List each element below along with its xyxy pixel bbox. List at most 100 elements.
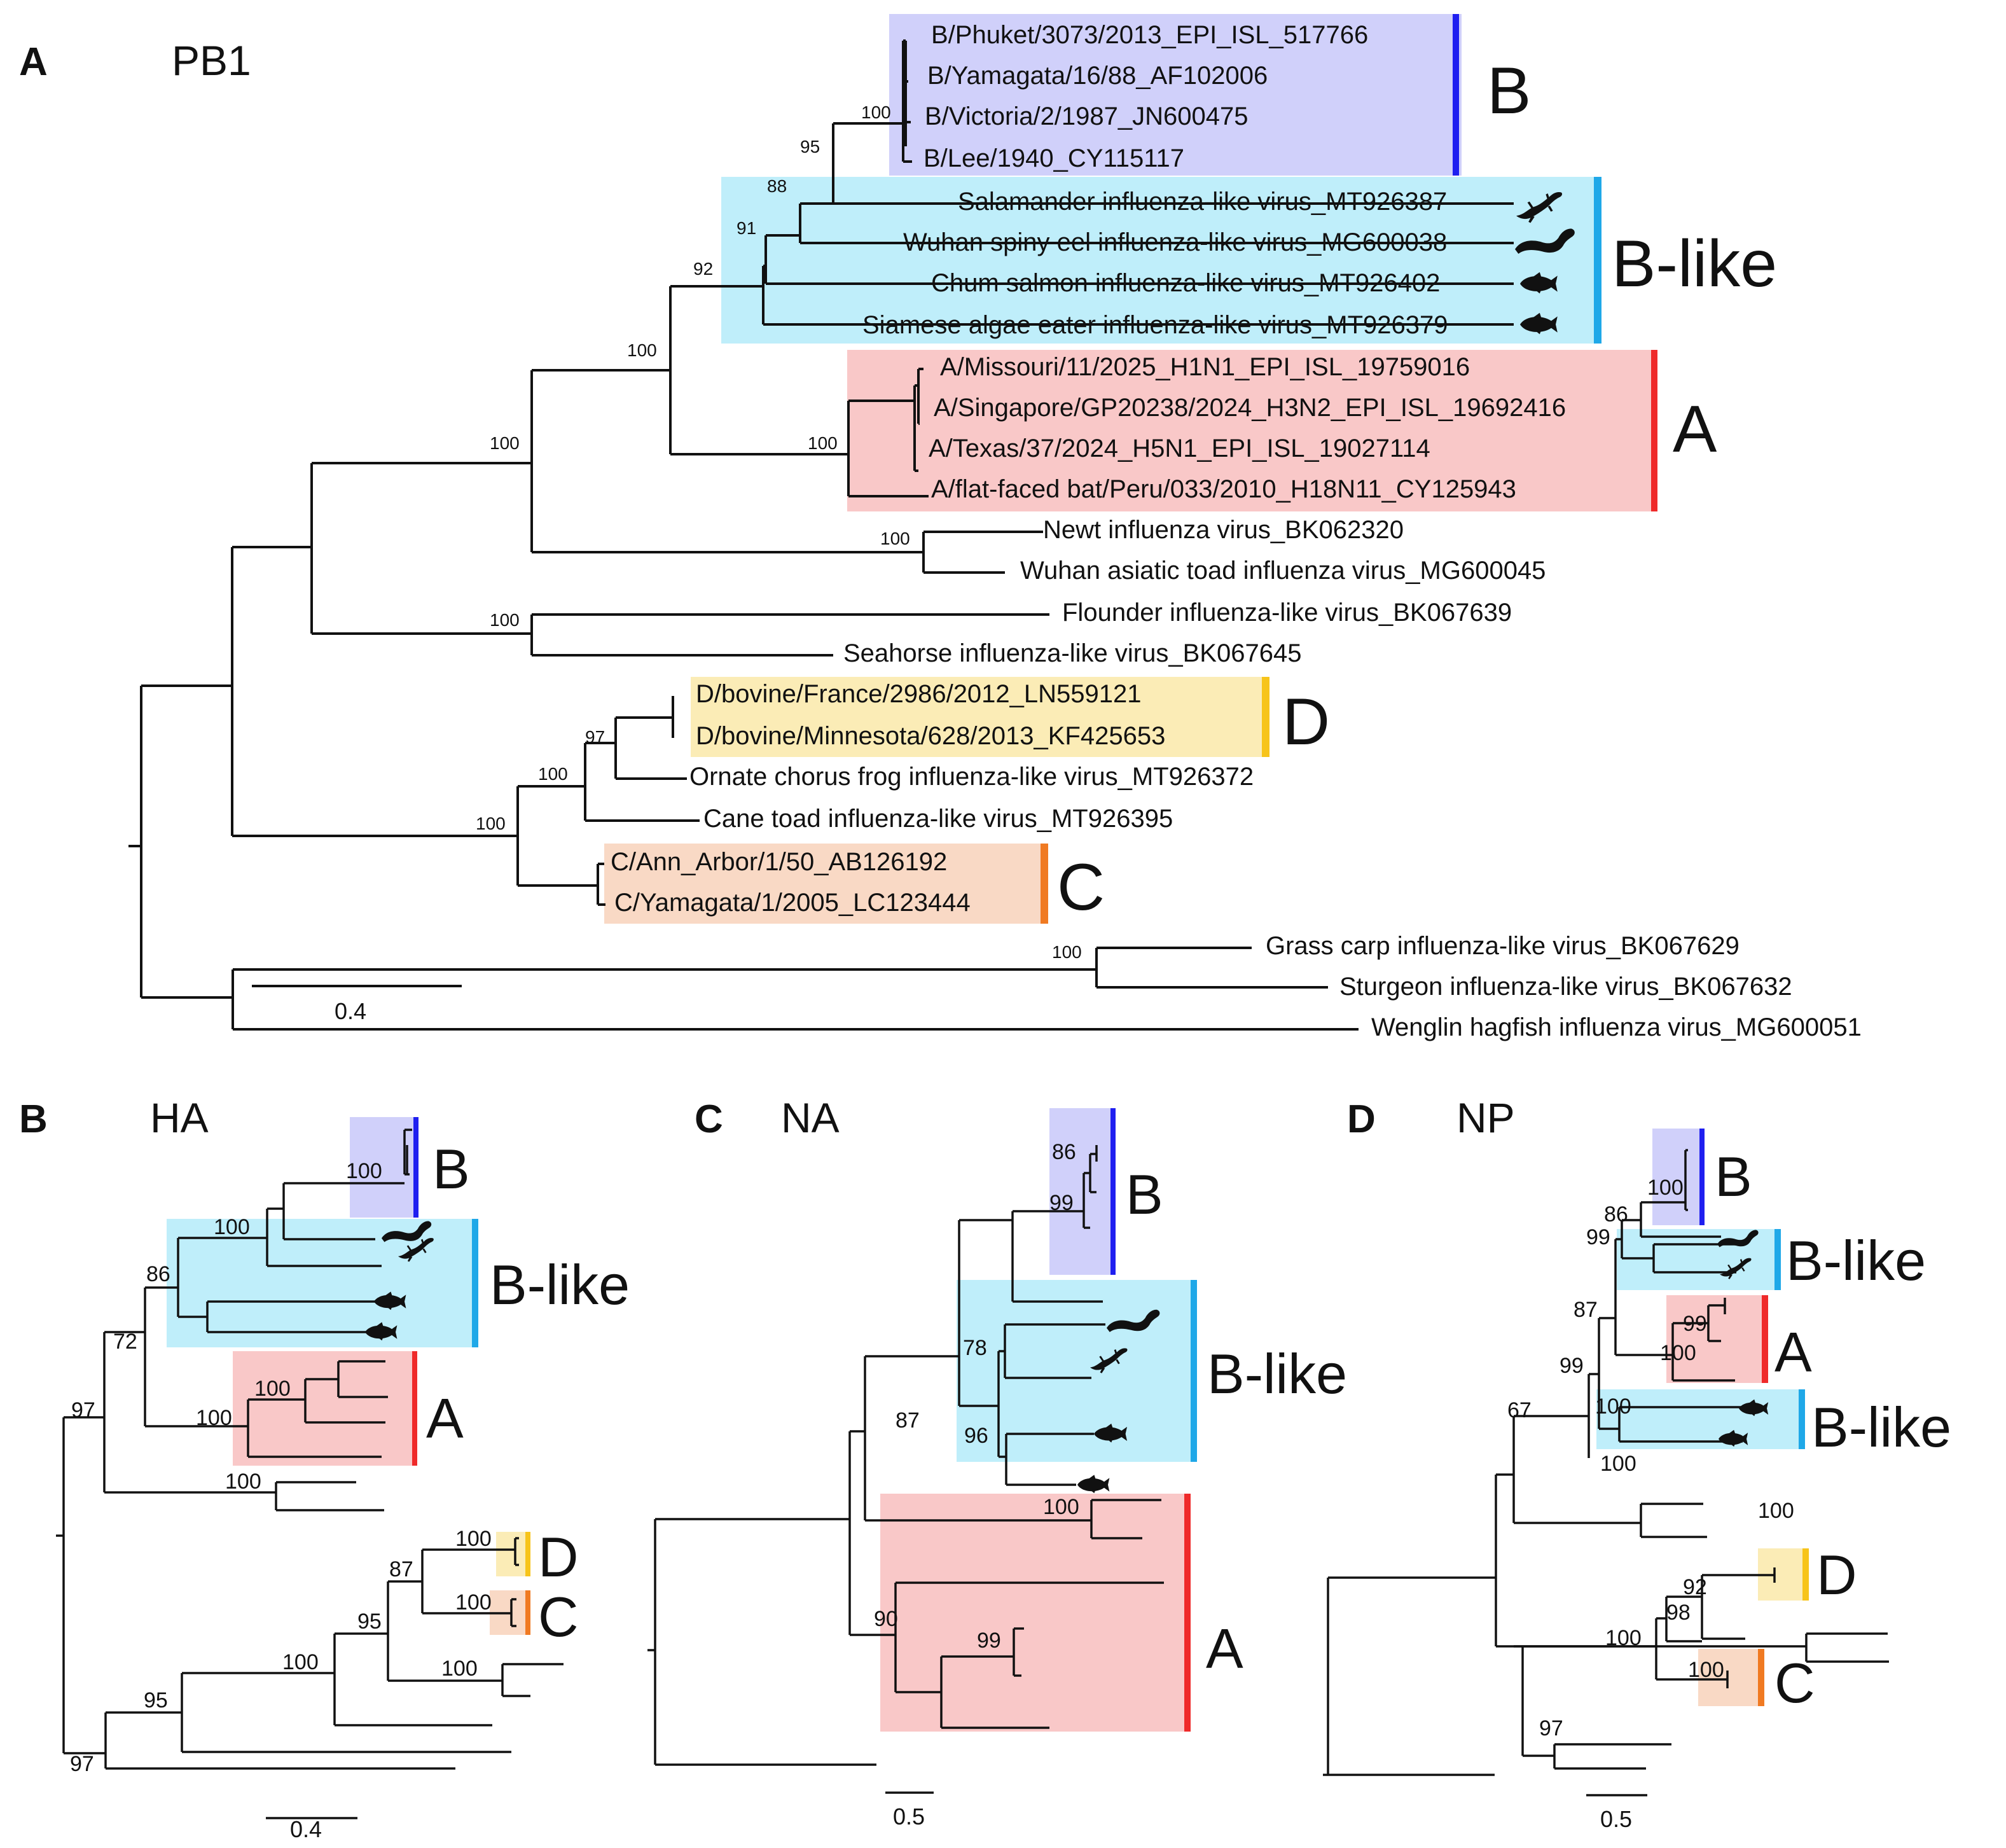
scale-label: 0.5 — [1600, 1806, 1632, 1832]
bootstrap-value: 100 — [225, 1469, 261, 1494]
clade-label-d: D — [538, 1525, 579, 1588]
clade-label-b: B — [1126, 1163, 1163, 1226]
bootstrap-value: 100 — [1688, 1658, 1724, 1682]
bootstrap-value: 87 — [389, 1557, 413, 1581]
taxon-label: B/Lee/1940_CY115117 — [923, 144, 1184, 172]
clade-bar-blike-1 — [1774, 1229, 1781, 1290]
bootstrap-value: 78 — [963, 1336, 987, 1360]
clade-bar-a — [412, 1351, 417, 1466]
clade-label-b: B — [432, 1137, 470, 1200]
clade-bar-b — [1699, 1129, 1705, 1225]
clade-box-a — [233, 1351, 416, 1466]
clade-box-b — [889, 14, 1462, 176]
clade-label-a: A — [1673, 393, 1717, 466]
clade-box-d — [691, 677, 1263, 757]
bootstrap-value: 100 — [490, 433, 520, 453]
bootstrap-value: 100 — [627, 340, 657, 360]
taxon-label: B/Victoria/2/1987_JN600475 — [925, 102, 1249, 130]
bootstrap-value: 95 — [144, 1688, 168, 1713]
na-tree-branches — [647, 1145, 1164, 1766]
bootstrap-value: 100 — [1660, 1341, 1696, 1365]
clade-bar-blike — [1594, 177, 1601, 344]
bootstrap-value: 100 — [1605, 1626, 1642, 1650]
pb1-tree-branches — [128, 39, 1514, 1031]
clade-label-c: C — [538, 1585, 579, 1648]
clade-label-blike: B-like — [1207, 1342, 1347, 1405]
ha-tree-branches — [56, 1129, 564, 1770]
taxon-label: C/Ann_Arbor/1/50_AB126192 — [611, 848, 947, 876]
taxon-label: Wuhan spiny eel influenza-like virus_MG6… — [903, 228, 1447, 256]
gene-label: PB1 — [172, 37, 251, 84]
clade-bar-b — [413, 1117, 418, 1218]
bootstrap-value: 100 — [455, 1590, 492, 1615]
bootstrap-value: 97 — [71, 1398, 95, 1422]
panel-c: C NA — [647, 1094, 1347, 1830]
clade-label-c: C — [1057, 851, 1105, 924]
bootstrap-value: 67 — [1507, 1398, 1532, 1422]
clade-bar-b — [1453, 14, 1459, 176]
clade-bar-c — [1041, 844, 1048, 924]
taxon-label: B/Phuket/3073/2013_EPI_ISL_517766 — [931, 21, 1368, 49]
panel-letter: A — [19, 40, 48, 84]
bootstrap-value: 97 — [1539, 1716, 1563, 1740]
panel-d: D NP — [1323, 1094, 1951, 1832]
taxon-label: D/bovine/Minnesota/628/2013_KF425653 — [696, 722, 1165, 750]
taxon-label: Flounder influenza-like virus_BK067639 — [1062, 599, 1512, 627]
scale-label: 0.4 — [290, 1816, 322, 1842]
taxon-label: Grass carp influenza-like virus_BK067629 — [1266, 932, 1740, 960]
bootstrap-value: 87 — [896, 1408, 920, 1433]
taxon-label: A/Texas/37/2024_H5N1_EPI_ISL_19027114 — [929, 434, 1430, 462]
panel-b: B HA — [19, 1094, 630, 1842]
clade-box-c — [604, 844, 1043, 924]
clade-bar-c — [1758, 1649, 1764, 1706]
taxon-label: Seahorse influenza-like virus_BK067645 — [843, 639, 1301, 667]
clade-bar-d — [1262, 677, 1269, 757]
clade-bar-a — [1184, 1494, 1191, 1732]
clade-label-d: D — [1282, 685, 1330, 759]
taxon-label: Chum salmon influenza-like virus_MT92640… — [931, 269, 1440, 297]
taxon-label: Wuhan asiatic toad influenza virus_MG600… — [1020, 557, 1546, 585]
bootstrap-value: 92 — [1683, 1575, 1707, 1599]
taxon-label: A/Singapore/GP20238/2024_H3N2_EPI_ISL_19… — [934, 394, 1566, 422]
taxon-label: B/Yamagata/16/88_AF102006 — [927, 62, 1268, 90]
bootstrap-value: 100 — [214, 1215, 250, 1239]
bootstrap-value: 99 — [1683, 1312, 1707, 1336]
bootstrap-value: 86 — [1604, 1202, 1628, 1226]
taxon-label: Siamese algae eater influenza-like virus… — [862, 311, 1448, 339]
bootstrap-value: 100 — [861, 102, 891, 122]
clade-label-b: B — [1487, 54, 1531, 128]
bootstrap-value: 100 — [1595, 1394, 1631, 1419]
clade-bar-blike-2 — [1799, 1389, 1805, 1449]
taxon-label: Wenglin hagfish influenza virus_MG600051 — [1371, 1013, 1862, 1041]
clade-bar-d — [525, 1532, 530, 1576]
bootstrap-value: 100 — [455, 1527, 492, 1551]
gene-label: NA — [781, 1094, 840, 1141]
bootstrap-value: 91 — [737, 218, 756, 238]
bootstrap-value: 100 — [490, 610, 520, 630]
bootstrap-value: 99 — [977, 1629, 1001, 1653]
bootstrap-value: 100 — [476, 814, 506, 833]
bootstrap-value: 99 — [1049, 1191, 1074, 1215]
taxon-label: Cane toad influenza-like virus_MT926395 — [703, 805, 1173, 833]
bootstrap-value: 90 — [874, 1607, 898, 1631]
bootstrap-value: 88 — [767, 176, 787, 196]
bootstrap-value: 92 — [693, 259, 713, 279]
clade-label-a: A — [426, 1387, 464, 1450]
taxon-label: A/Missouri/11/2025_H1N1_EPI_ISL_19759016 — [940, 353, 1470, 381]
clade-label-blike: B-like — [1786, 1229, 1926, 1292]
panel-letter: C — [695, 1097, 723, 1141]
clade-bar-blike — [1191, 1280, 1197, 1462]
bootstrap-value: 97 — [585, 727, 605, 747]
clade-bar-d — [1802, 1548, 1809, 1601]
bootstrap-value: 100 — [282, 1650, 319, 1674]
taxon-label: D/bovine/France/2986/2012_LN559121 — [696, 680, 1142, 708]
bootstrap-value: 97 — [70, 1752, 94, 1776]
panel-a: A PB1 — [19, 14, 1862, 1041]
clade-bar-blike — [472, 1219, 478, 1347]
bootstrap-value: 100 — [1043, 1495, 1079, 1519]
clade-box-blike-1 — [1617, 1229, 1781, 1290]
bootstrap-value: 100 — [1758, 1499, 1794, 1523]
gene-label: NP — [1456, 1094, 1515, 1141]
bootstrap-value: 100 — [441, 1657, 478, 1681]
clade-label-blike: B-like — [1612, 227, 1777, 301]
